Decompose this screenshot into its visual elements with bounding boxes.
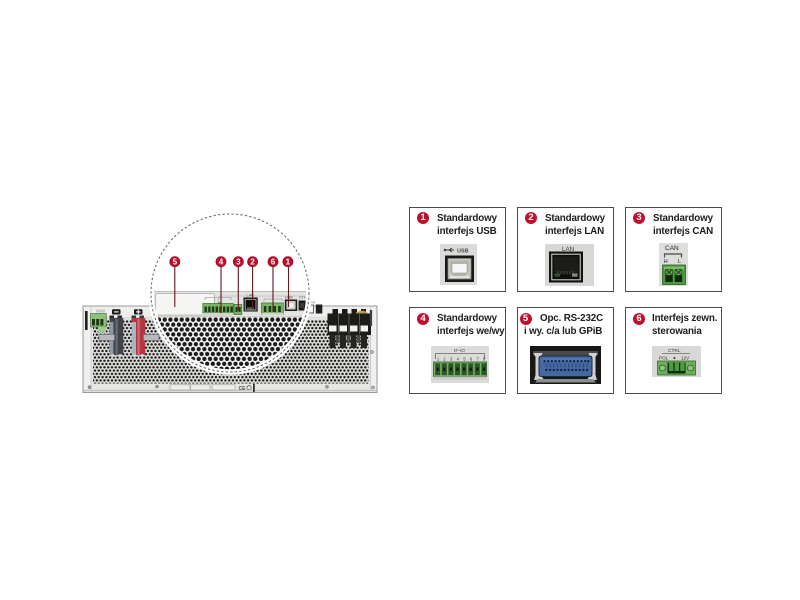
svg-text:LAN: LAN [247, 294, 255, 298]
svg-text:4: 4 [456, 357, 459, 362]
svg-text:H: H [663, 259, 667, 265]
svg-text:2: 2 [443, 357, 446, 362]
svg-text:IF-IO: IF-IO [454, 348, 465, 354]
svg-text:CTL: CTL [299, 296, 306, 300]
svg-text:USB: USB [457, 249, 469, 255]
svg-text:2: 2 [250, 258, 255, 267]
svg-text:1: 1 [436, 357, 439, 362]
svg-text:4: 4 [219, 258, 224, 267]
svg-text:USB: USB [285, 296, 293, 300]
svg-text:7: 7 [476, 357, 479, 362]
svg-text:8: 8 [483, 357, 486, 362]
svg-text:3: 3 [236, 258, 241, 267]
svg-text:CAN: CAN [665, 245, 679, 252]
svg-text:5: 5 [173, 258, 178, 267]
svg-text:5: 5 [463, 357, 466, 362]
svg-text:3: 3 [450, 357, 453, 362]
svg-text:6: 6 [271, 258, 276, 267]
svg-text:L: L [678, 259, 682, 265]
svg-text:LAN: LAN [562, 246, 574, 253]
svg-text:6: 6 [469, 357, 472, 362]
svg-text:LAN: LAN [309, 301, 316, 305]
svg-text:POL: POL [659, 356, 669, 361]
svg-text:CE: CE [239, 386, 247, 392]
svg-text:1: 1 [286, 258, 291, 267]
svg-text:CTRL: CTRL [668, 348, 681, 354]
svg-text:●: ● [673, 356, 676, 361]
svg-text:12V: 12V [681, 356, 690, 361]
